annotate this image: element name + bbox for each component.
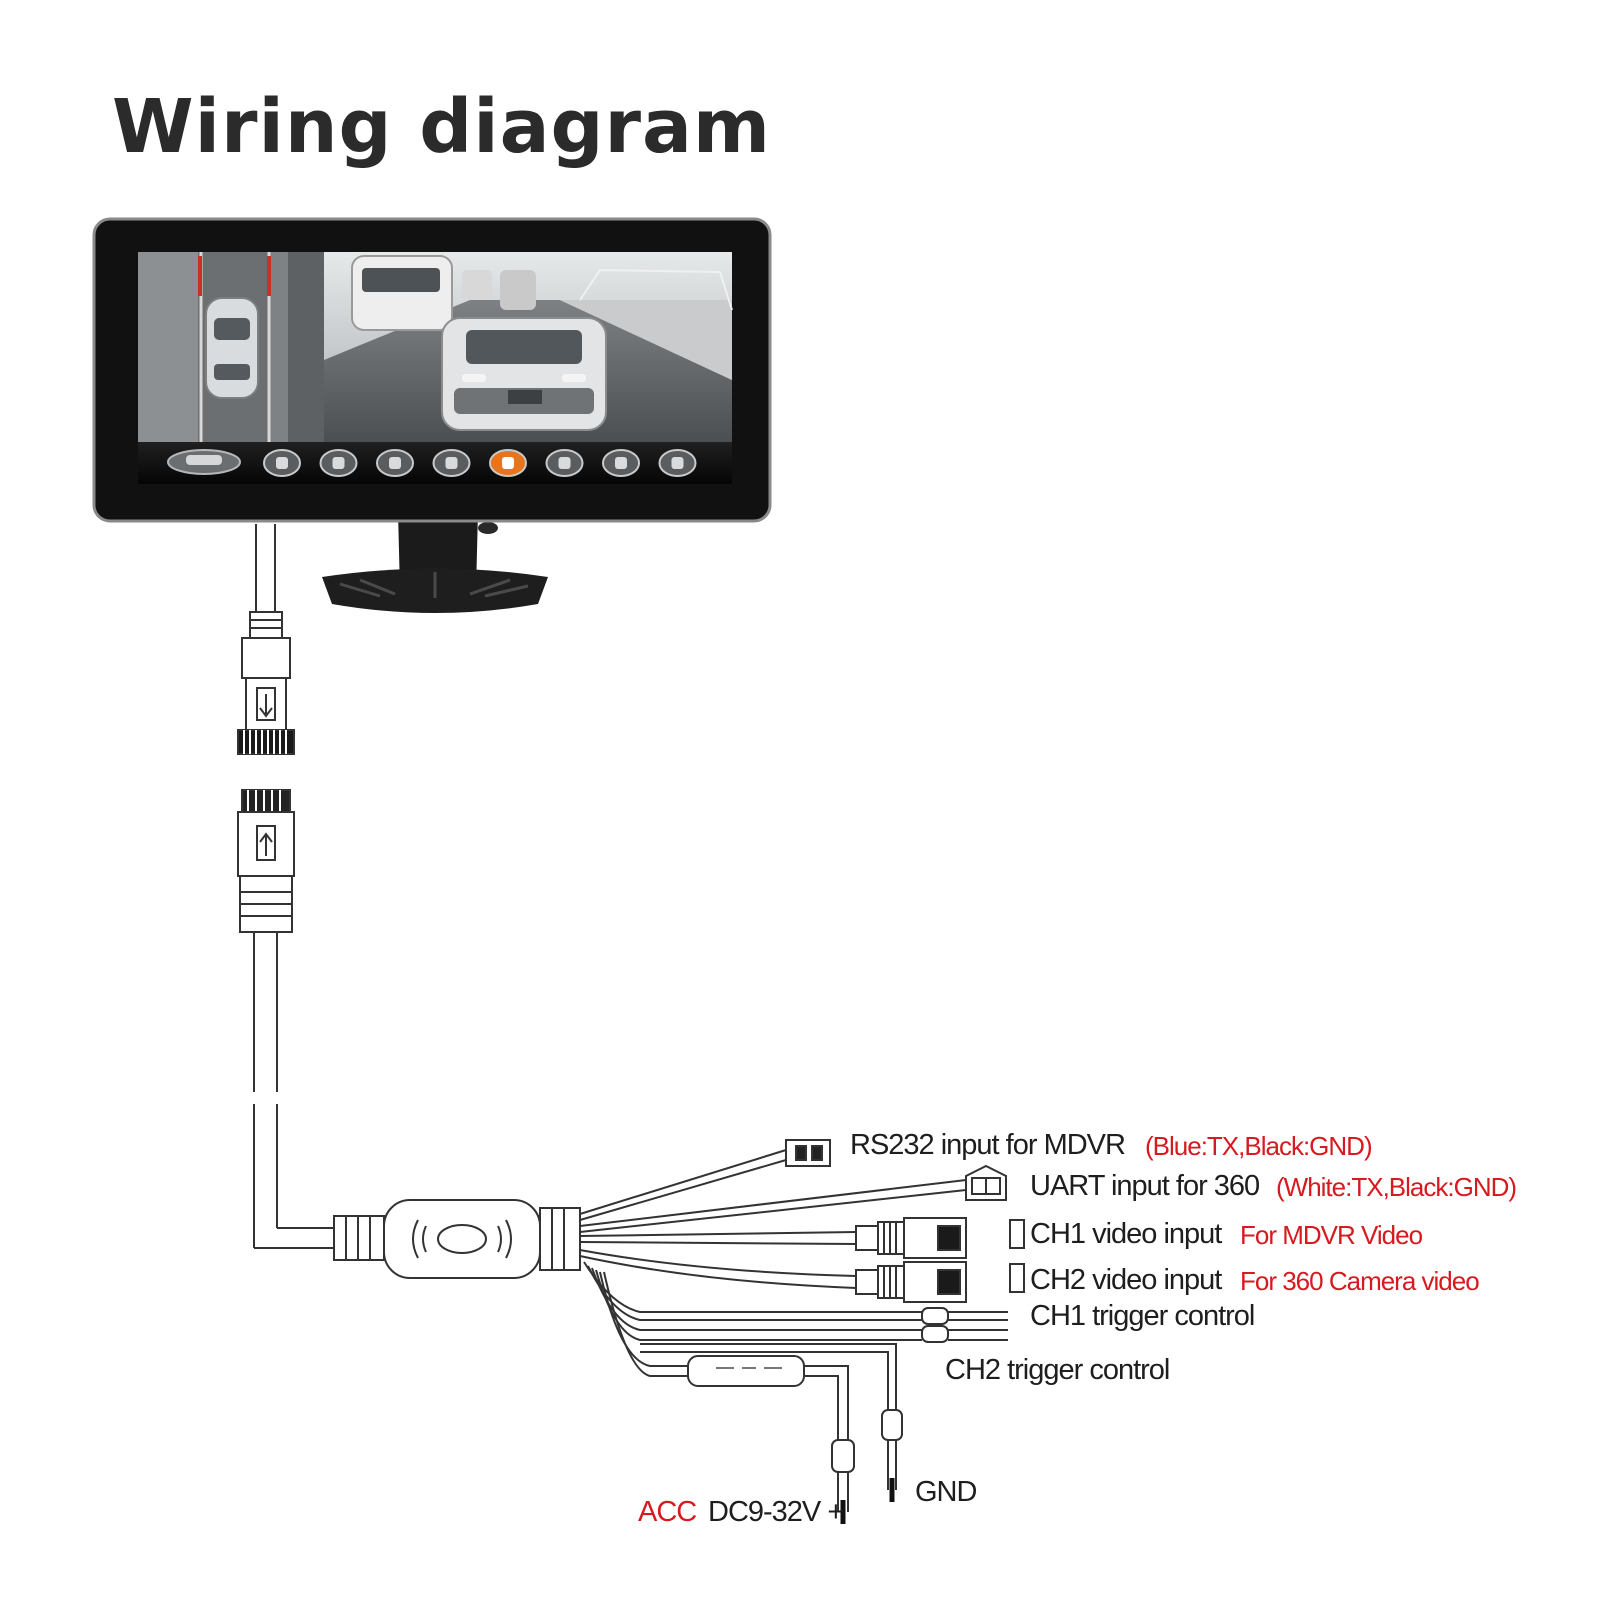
- uart-label: UART input for 360: [1030, 1170, 1260, 1202]
- rs232-label: RS232 input for MDVR: [850, 1129, 1126, 1161]
- ch1-video-note: For MDVR Video: [1240, 1220, 1423, 1250]
- camera-icon: [615, 457, 627, 469]
- ch2-video-label: CH2 video input: [1030, 1264, 1222, 1296]
- view-button-camera-1[interactable]: [376, 449, 414, 477]
- front-camera-view: [324, 252, 733, 442]
- top-view-car: [205, 297, 259, 399]
- fuse-holder: [687, 1355, 805, 1387]
- power-label: DC9-32V +: [708, 1496, 844, 1528]
- view-button-mode-button[interactable]: [263, 449, 301, 477]
- camera-icon: [445, 457, 458, 469]
- camera-icon: [558, 457, 571, 469]
- cable-to-hub: [253, 932, 334, 1249]
- ch1-trigger-label: CH1 trigger control: [1030, 1300, 1255, 1332]
- rs232-connector: [785, 1139, 831, 1167]
- monitor-screen: [138, 252, 733, 484]
- uart-note: (White:TX,Black:GND): [1276, 1172, 1517, 1202]
- cable-strain-relief: [249, 611, 283, 639]
- power-wire-sleeve: [831, 1439, 855, 1473]
- page-title: Wiring diagram: [112, 84, 772, 170]
- aviation-connector-male: [237, 789, 295, 933]
- view-button-camera-6[interactable]: [658, 449, 697, 477]
- ch1-video-label: CH1 video input: [1030, 1218, 1222, 1250]
- gnd-wire-sleeve: [881, 1409, 903, 1441]
- view-button-camera-3[interactable]: [489, 449, 527, 477]
- view-button-camera-front[interactable]: [319, 449, 358, 477]
- uart-connector: [965, 1164, 1007, 1201]
- camera-icon: [276, 457, 288, 469]
- acc-label: ACC: [638, 1496, 697, 1528]
- rca-connector-ch2: [855, 1261, 1025, 1303]
- monitor-stand: [322, 512, 548, 613]
- rs232-note: (Blue:TX,Black:GND): [1145, 1131, 1373, 1161]
- camera-icon: [671, 457, 684, 469]
- view-button-camera-2[interactable]: [432, 449, 471, 477]
- wire-ends: [840, 1478, 895, 1524]
- breakout-hub: [333, 1199, 581, 1279]
- view-button-camera-5[interactable]: [602, 449, 640, 477]
- aviation-connector-female: [237, 637, 295, 755]
- ch2-trigger-label: CH2 trigger control: [945, 1354, 1170, 1386]
- camera-icon: [502, 457, 514, 469]
- trigger-wire-sleeves: [921, 1307, 949, 1343]
- camera-icon: [332, 457, 345, 469]
- monitor: [92, 217, 772, 613]
- ch2-video-note: For 360 Camera video: [1240, 1266, 1480, 1296]
- gnd-label: GND: [915, 1476, 977, 1508]
- branch-wires: [579, 1149, 1008, 1512]
- view-button-row: [167, 449, 697, 477]
- view-button-camera-4[interactable]: [545, 449, 584, 477]
- camera-icon: [389, 457, 401, 469]
- main-cable: [249, 524, 283, 639]
- rca-connector-ch1: [855, 1217, 1025, 1259]
- car-view-icon[interactable]: [167, 449, 241, 475]
